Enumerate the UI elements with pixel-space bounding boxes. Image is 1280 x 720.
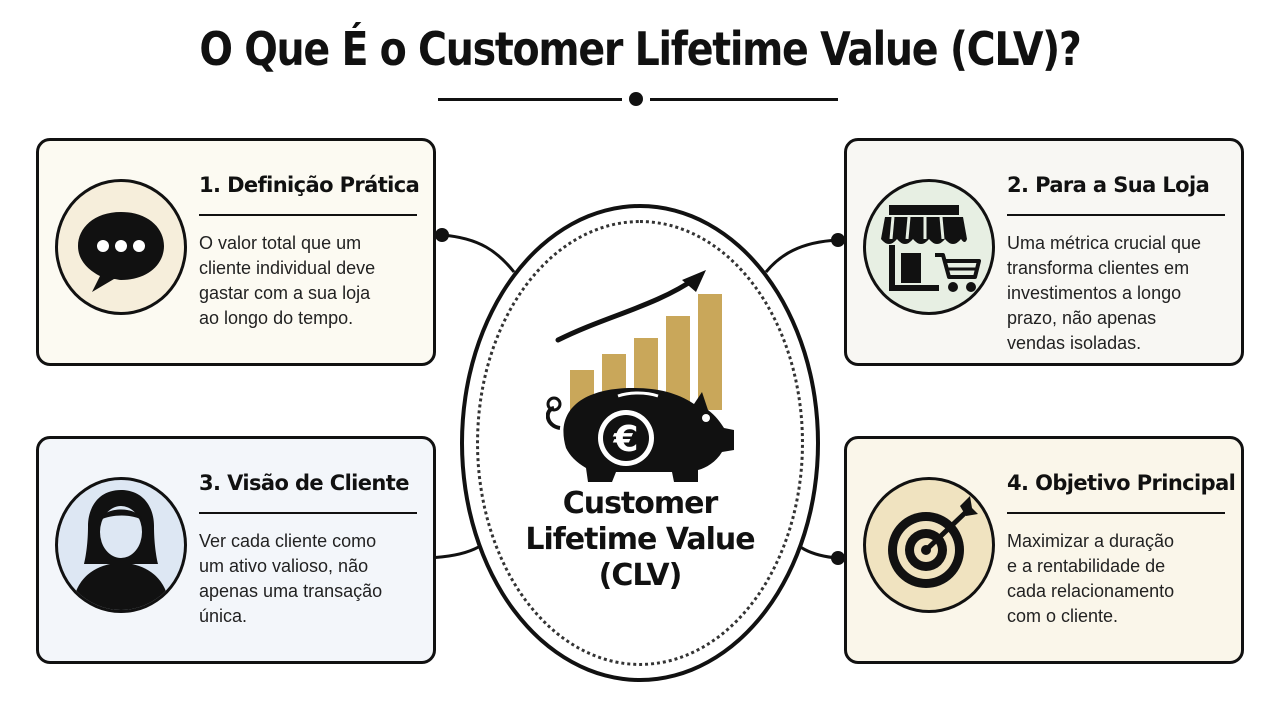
card-description: O valor total que um cliente individual … [199,233,376,328]
connector-card-2 [764,238,839,273]
card-objetivo-principal: 4. Objetivo Principal Maximizar a duraçã… [844,436,1244,664]
page-title: O Que É o Customer Lifetime Value (CLV)? [199,22,1082,76]
center-dotted-ring [476,220,804,666]
card-description: Ver cada cliente como um ativo valioso, … [199,531,383,626]
connector-dot-card-1 [435,228,449,242]
card-description: Maximizar a duração e a rentabilidade de… [1007,531,1175,626]
card-title: 3. Visão de Cliente [199,471,409,495]
title-divider-left [438,98,622,101]
card-definicao-pratica: 1. Definição Prática O valor total que u… [36,138,436,366]
card-title: 2. Para a Sua Loja [1007,173,1210,197]
card-divider [199,214,417,216]
card-title: 1. Definição Prática [199,173,420,197]
storefront-cart-icon [881,205,981,292]
card-visao-de-cliente: 3. Visão de Cliente Ver cada cliente com… [36,436,436,664]
svg-text:€: € [612,419,638,460]
card-divider [1007,214,1225,216]
title-divider-right [650,98,838,101]
connector-dot-card-4 [831,551,845,565]
center-clv-node: € Customer Lifetime Value (CLV) [460,204,820,682]
card-title: 4. Objetivo Principal [1007,471,1236,495]
card-description: Uma métrica crucial que transforma clien… [1007,233,1202,353]
card-divider [1007,512,1225,514]
card-divider [199,512,417,514]
person-avatar-icon [72,490,170,610]
connector-dot-card-2 [831,233,845,247]
center-label: Customer Lifetime Value (CLV) [525,486,755,593]
connector-card-1 [441,233,516,273]
speech-bubble-icon [78,212,164,292]
card-para-a-sua-loja: 2. Para a Sua Loja Uma métrica crucial q… [844,138,1244,366]
piggy-bank-euro-growth-icon: € [546,270,734,482]
title-divider-dot [629,92,643,106]
target-arrow-icon [888,496,978,588]
